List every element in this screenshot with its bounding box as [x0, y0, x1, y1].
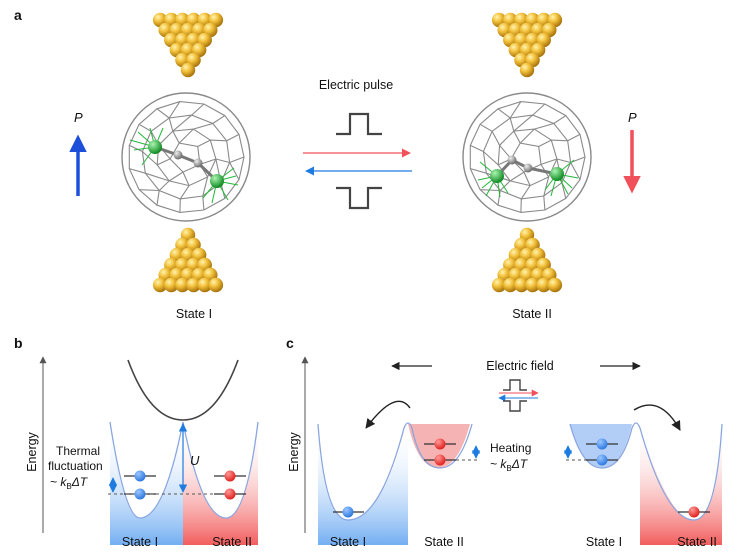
gold-atom	[208, 277, 224, 293]
red-state-dot	[434, 438, 446, 450]
molecule-right	[477, 155, 579, 198]
red-state-dot	[224, 488, 236, 500]
gold-tip-top-right	[491, 12, 563, 78]
blue-state-dot	[134, 470, 146, 482]
fullerene-cage-right	[462, 92, 592, 222]
gold-pyramid-bottom-left	[152, 227, 224, 293]
heating-energy-label: ~ kBΔT	[490, 457, 529, 473]
panel-b-letter: b	[14, 335, 23, 351]
pulse-down-icon	[336, 186, 382, 210]
pulse-down-small-icon	[503, 400, 527, 412]
thermal-label: Thermal	[56, 444, 100, 458]
gold-atom	[503, 277, 518, 293]
red-state-dot	[688, 506, 700, 518]
red-state-dot	[224, 470, 236, 482]
state-label-c-1: State I	[330, 535, 366, 549]
energy-label-b: Energy	[25, 431, 39, 471]
gold-atom	[164, 277, 179, 293]
energy-label-c: Energy	[287, 431, 301, 471]
state-label-c-3: State I	[586, 535, 622, 549]
panel-c-letter: c	[286, 335, 294, 351]
gold-atom	[197, 277, 212, 293]
gold-pyramid-bottom-right	[491, 227, 563, 293]
pulse-up-small-icon	[503, 379, 527, 391]
gold-atom	[514, 277, 529, 293]
blue-state-dot	[342, 506, 354, 518]
blue-state-dot	[596, 454, 608, 466]
electric-pulse-label: Electric pulse	[319, 78, 393, 92]
tilted-well-fill-red-right	[640, 424, 722, 545]
thermal-energy-label: ~ kBΔT	[50, 475, 89, 491]
excited-state-curve	[127, 359, 239, 421]
blue-state-dot	[596, 438, 608, 450]
state-label-left: State I	[176, 307, 212, 321]
gold-atom	[491, 277, 507, 293]
gold-atom	[180, 62, 196, 78]
state-label-b-ii: State II	[212, 535, 252, 549]
double-well-curve	[109, 421, 259, 519]
state-label-c-2: State II	[424, 535, 464, 549]
molecule-left	[129, 127, 239, 204]
heating-label: Heating	[490, 441, 531, 455]
gold-atom	[525, 277, 540, 293]
fluctuation-label: fluctuation	[48, 459, 103, 473]
barrier-u-label: U	[190, 453, 200, 468]
transition-arrow-left	[365, 400, 411, 429]
gold-atom	[175, 277, 190, 293]
state-label-b-i: State I	[122, 535, 158, 549]
gold-atom	[152, 277, 168, 293]
electric-field-label: Electric field	[486, 359, 553, 373]
tilted-well-curve-right	[569, 422, 723, 521]
gold-atom	[547, 277, 563, 293]
gold-atom	[519, 62, 535, 78]
gold-atom	[536, 277, 551, 293]
state-label-right: State II	[512, 307, 552, 321]
polarization-label-left: P	[74, 110, 83, 125]
gold-atom	[186, 277, 201, 293]
tilted-well-curve-left	[317, 422, 473, 521]
transition-arrow-right	[633, 404, 681, 431]
state-label-c-4: State II	[677, 535, 717, 549]
well-fill-state-ii	[183, 422, 258, 545]
well-fill-state-i	[110, 422, 183, 545]
tilted-well-fill-blue	[318, 424, 408, 545]
panel-a-letter: a	[14, 7, 22, 23]
pulse-up-icon	[336, 112, 382, 136]
blue-state-dot	[134, 488, 146, 500]
gold-tip-top-left	[152, 12, 224, 78]
polarization-label-right: P	[628, 110, 637, 125]
red-state-dot	[434, 454, 446, 466]
